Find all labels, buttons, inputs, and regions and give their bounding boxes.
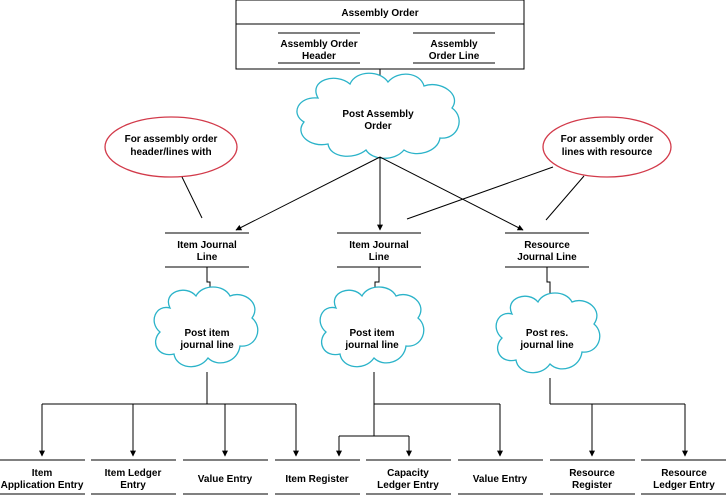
entry-resource-register-label: Resource	[569, 468, 615, 479]
resource-journal-line-label: Resource	[524, 240, 570, 251]
assembly-order-line-label-2: Order Line	[429, 51, 480, 62]
post-item-mid-label: Post item	[349, 328, 394, 339]
item-journal-line-left-label: Item Journal	[177, 240, 237, 251]
arrow-to-item-journal-left	[235, 156, 381, 231]
post-assembly-order-cloud: Post Assembly Order	[296, 72, 460, 159]
entry-item-application-label: Item	[32, 468, 53, 479]
entry-value-mid-label: Value Entry	[473, 474, 528, 485]
assembly-order-box: Assembly Order Assembly Order Header Ass…	[235, 0, 525, 70]
note-resource-lines: For assembly order lines with resource	[542, 116, 672, 178]
entry-value-left: Value Entry	[183, 459, 268, 495]
assembly-order-title: Assembly Order	[341, 8, 418, 19]
entry-value-left-label: Value Entry	[198, 474, 253, 485]
post-assembly-order-label-2: Order	[364, 121, 391, 132]
assembly-order-line-label: Assembly	[430, 39, 478, 50]
arrow-to-resource-journal	[379, 156, 524, 231]
note-header-connector	[181, 176, 203, 219]
post-assembly-order-label: Post Assembly	[342, 109, 414, 120]
note-header-lines-text-2: header/lines with	[130, 147, 211, 158]
post-item-left-label: Post item	[184, 328, 229, 339]
note-resource-connector-b	[545, 175, 585, 221]
entry-item-application-label-2: Application Entry	[1, 480, 84, 491]
item-journal-line-left: Item Journal Line	[165, 232, 249, 268]
note-header-lines-text: For assembly order	[125, 134, 218, 145]
entry-item-register: Item Register	[275, 459, 360, 495]
entry-item-ledger-label: Item Ledger	[105, 468, 162, 479]
tree-item-left	[39, 372, 299, 457]
item-journal-line-mid-label: Item Journal	[349, 240, 409, 251]
post-item-mid-label-2: journal line	[344, 340, 399, 351]
resource-journal-line-label-2: Journal Line	[517, 252, 577, 263]
note-resource-lines-text-2: lines with resource	[562, 147, 653, 158]
entry-resource-ledger: Resource Ledger Entry	[641, 459, 726, 495]
resource-journal-line: Resource Journal Line	[505, 232, 589, 268]
entry-item-ledger: Item Ledger Entry	[91, 459, 176, 495]
entry-item-ledger-label-2: Entry	[120, 480, 146, 491]
entry-capacity-ledger-label-2: Ledger Entry	[377, 480, 439, 491]
item-journal-line-left-label-2: Line	[197, 252, 218, 263]
entry-item-application: Item Application Entry	[0, 459, 85, 495]
tree-item-mid	[336, 372, 503, 457]
post-res-cloud: Post res. journal line	[495, 292, 601, 374]
note-header-lines: For assembly order header/lines with	[104, 116, 238, 178]
item-journal-line-mid: Item Journal Line	[337, 232, 421, 268]
assembly-order-header-label: Assembly Order	[280, 39, 357, 50]
post-res-label: Post res.	[526, 328, 568, 339]
post-item-cloud-mid: Post item journal line	[319, 286, 425, 368]
entry-capacity-ledger: Capacity Ledger Entry	[366, 459, 451, 495]
entry-resource-ledger-label-2: Ledger Entry	[653, 480, 715, 491]
tree-resource	[549, 378, 688, 457]
entry-resource-ledger-label: Resource	[661, 468, 707, 479]
post-item-cloud-left: Post item journal line	[153, 286, 259, 368]
entry-item-register-label: Item Register	[285, 474, 348, 485]
note-resource-lines-text: For assembly order	[561, 134, 654, 145]
note-resource-connector-a	[406, 166, 554, 220]
entry-value-mid: Value Entry	[458, 459, 543, 495]
post-res-label-2: journal line	[519, 340, 574, 351]
item-journal-line-mid-label-2: Line	[369, 252, 390, 263]
entry-capacity-ledger-label: Capacity	[387, 468, 429, 479]
assembly-order-header-label-2: Header	[302, 51, 336, 62]
entry-resource-register-label-2: Register	[572, 480, 612, 491]
entry-resource-register: Resource Register	[550, 459, 635, 495]
post-item-left-label-2: journal line	[179, 340, 234, 351]
